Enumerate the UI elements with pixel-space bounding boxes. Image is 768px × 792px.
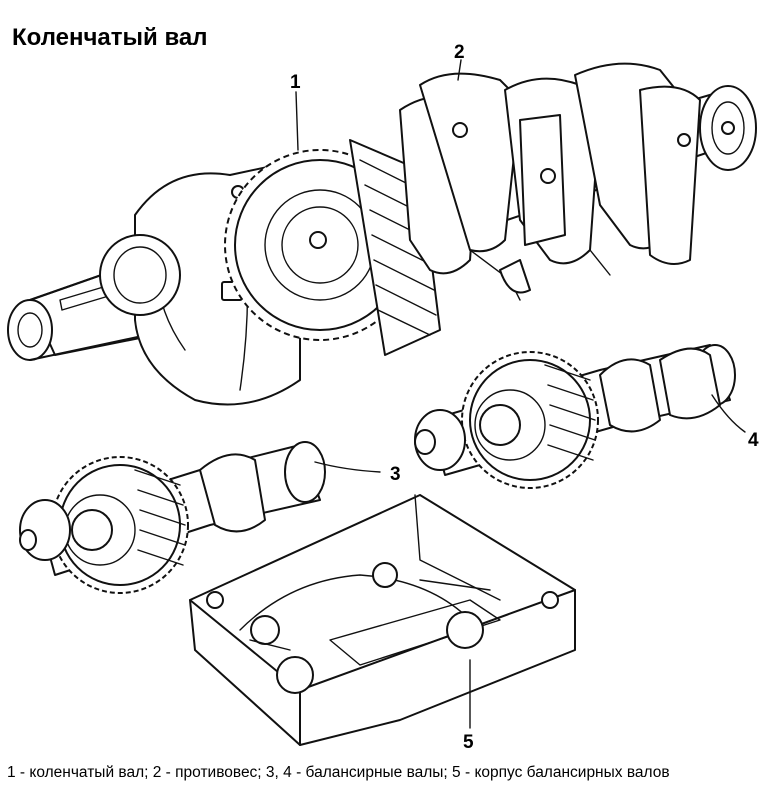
balance-shaft-left bbox=[19, 441, 326, 594]
callout-4: 4 bbox=[748, 430, 759, 451]
diagram-title: Коленчатый вал bbox=[12, 24, 208, 51]
callout-5: 5 bbox=[463, 732, 474, 753]
callout-1: 1 bbox=[290, 72, 301, 93]
crankshaft bbox=[7, 62, 757, 406]
callout-2: 2 bbox=[454, 42, 465, 63]
balance-shaft-right bbox=[414, 344, 736, 489]
diagram-caption: 1 - коленчатый вал; 2 - противовес; 3, 4… bbox=[7, 764, 670, 781]
crankshaft-illustration: 1 2 3 4 5 bbox=[7, 42, 759, 753]
callout-leaders bbox=[295, 59, 746, 729]
balance-shaft-housing bbox=[189, 494, 576, 746]
callout-3: 3 bbox=[390, 464, 401, 485]
